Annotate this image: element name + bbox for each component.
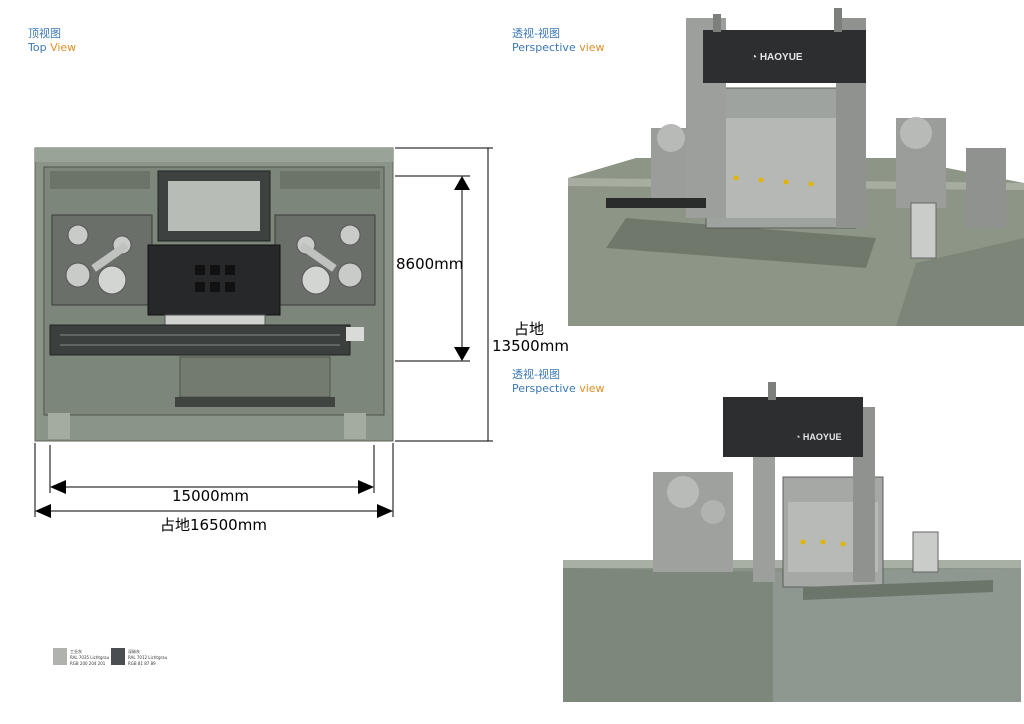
perspective-1-title-en-1: Perspective [512,41,576,54]
swatch-carbon-grey [111,648,125,665]
footprint-height-dimension: 13500mm [492,337,569,355]
top-view-heading: 顶视图 Top View [28,27,76,55]
top-view-title-en-1: Top [28,41,47,54]
perspective-1-render: ◔ HAOYUE [568,8,1024,326]
perspective-2-title-cn: 透视-视图 [512,368,560,381]
top-view-title-cn: 顶视图 [28,27,61,40]
brand-logo-1: ◔ HAOYUE [751,52,803,63]
perspective-2-render: ◔ HAOYUE [563,382,1021,702]
inner-width-dimension: 15000mm [172,487,249,505]
color-swatch-legend: 工业灰 RAL 7035 Lichtgrau RGB 200 204 201 深… [53,648,183,670]
perspective-1-title-cn: 透视-视图 [512,27,560,40]
perspective-1-title-en-2: view [579,41,605,54]
swatch-1-name: 工业灰 [70,649,82,654]
top-view-title-en-2: View [50,41,77,54]
perspective-2-title-en-2: view [579,382,605,395]
left-pump-cluster [51,214,153,306]
brand-logo-2: ◔ HAOYUE [795,432,841,442]
perspective-2-heading: 透视-视图 Perspective view [512,368,605,396]
perspective-1-heading: 透视-视图 Perspective view [512,27,605,55]
top-view-drawing [34,147,493,518]
footprint-width-dimension: 占地16500mm [160,516,267,534]
swatch-2-rgb: RGB 81 87 89 [128,661,156,666]
footprint-height-label: 占地 [514,320,545,338]
swatch-2-ral: RAL 7012 Lichtgrau [128,655,168,660]
swatch-industrial-grey [53,648,67,665]
perspective-2-title-en-1: Perspective [512,382,576,395]
swatch-1-rgb: RGB 200 204 201 [70,661,106,666]
inner-height-dimension: 8600mm [396,255,464,273]
swatch-1-ral: RAL 7035 Lichtgrau [70,655,110,660]
swatch-2-name: 深碳灰 [128,649,140,654]
right-pump-cluster [274,214,376,306]
